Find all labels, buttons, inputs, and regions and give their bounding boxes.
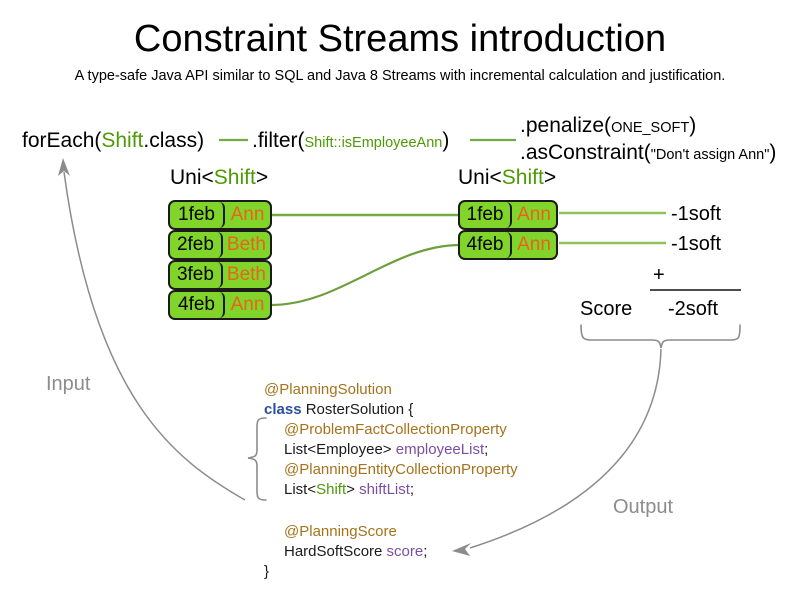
penalty-label: -1soft [671, 233, 722, 255]
fact-box[interactable]: 4feb Ann [458, 230, 558, 260]
score-brace [580, 324, 741, 349]
fact-employee: Ann [517, 204, 551, 225]
class-keyword: class [264, 401, 302, 418]
penalize-arg: ONE_SOFT [611, 120, 690, 136]
code-line-annotation: @PlanningEntityCollectionProperty [264, 460, 518, 480]
pipeline-stage-foreach[interactable]: forEach(Shift.class) [22, 128, 204, 154]
fact-box[interactable]: 2feb Beth [168, 230, 272, 260]
close-brace: } [264, 563, 270, 580]
sum-rule [650, 289, 741, 291]
annotation-text: @PlanningScore [284, 523, 397, 540]
uni-right-prefix: Uni< [458, 166, 502, 189]
field-name: shiftList [359, 481, 410, 498]
foreach-prefix: forEach( [22, 129, 102, 152]
field-semicolon: ; [423, 543, 428, 560]
pipeline-stage-asconstraint[interactable]: .asConstraint("Don't assign Ann") [520, 140, 776, 168]
uni-right-generic: Shift [501, 166, 544, 189]
uni-left-generic: Shift [213, 166, 256, 189]
score-total: -2soft [668, 298, 719, 320]
input-arrow-head [58, 158, 70, 176]
asconstraint-arg: "Don't assign Ann" [650, 147, 770, 163]
field-name: employeeList [395, 441, 485, 458]
fact-employee: Ann [230, 294, 265, 315]
plus-operator: + [653, 264, 665, 286]
fact-date: 3feb [170, 262, 223, 288]
code-line-close-brace: } [264, 562, 518, 582]
fact-employee: Ann [230, 204, 265, 225]
page-title: Constraint Streams introduction [133, 18, 667, 60]
code-line-field: List<Shift> shiftList; [264, 480, 518, 500]
fact-box[interactable]: 3feb Beth [168, 260, 272, 290]
code-line-field: List<Employee> employeeList; [264, 440, 518, 460]
penalize-suffix: ) [689, 114, 697, 137]
code-line-class: class RosterSolution { [264, 400, 518, 420]
filter-prefix: .filter( [252, 129, 305, 152]
fact-box[interactable]: 1feb Ann [458, 200, 558, 230]
pipeline-stage-penalize[interactable]: .penalize(ONE_SOFT) [520, 113, 696, 141]
score-word: Score [580, 298, 633, 320]
code-line-annotation: @PlanningScore [264, 522, 518, 542]
uni-right-suffix: > [543, 166, 557, 189]
foreach-arg: Shift [101, 129, 144, 152]
penalize-prefix: .penalize( [520, 114, 612, 137]
asconstraint-prefix: .asConstraint( [520, 141, 651, 164]
fact-date: 2feb [170, 232, 223, 258]
fact-employee: Ann [517, 234, 551, 255]
fact-box[interactable]: 4feb Ann [168, 290, 272, 320]
field-name: score [386, 543, 424, 560]
page-subtitle: A type-safe Java API similar to SQL and … [74, 68, 726, 84]
fact-employee: Beth [226, 234, 266, 255]
input-label: Input [46, 373, 91, 395]
annotation-text: @ProblemFactCollectionProperty [284, 421, 507, 438]
foreach-suffix: .class) [143, 129, 205, 152]
pipeline-stage-filter[interactable]: .filter(Shift::isEmployeeAnn) [252, 128, 449, 156]
stream-link-row4 [270, 243, 460, 307]
field-type: HardSoftScore [284, 543, 387, 560]
penalty-label: -1soft [671, 203, 722, 225]
fact-box[interactable]: 1feb Ann [168, 200, 272, 230]
field-type: List<Employee> [284, 441, 396, 458]
field-type-generic: Shift [316, 481, 347, 498]
field-type-prefix: List< [284, 481, 317, 498]
stream-type-label-right: Uni<Shift> [458, 166, 556, 190]
fact-date: 1feb [170, 202, 225, 228]
filter-suffix: ) [442, 129, 450, 152]
code-line-annotation: @PlanningSolution [264, 380, 518, 400]
annotation-text: @PlanningEntityCollectionProperty [284, 461, 518, 478]
fact-date: 4feb [460, 232, 512, 258]
code-line-annotation: @ProblemFactCollectionProperty [264, 420, 518, 440]
field-semicolon: ; [484, 441, 489, 458]
stream-type-label-left: Uni<Shift> [170, 166, 268, 190]
filter-arg: Shift::isEmployeeAnn [304, 135, 443, 151]
fact-date: 4feb [170, 292, 225, 318]
fact-employee: Beth [226, 264, 266, 285]
code-line-field: HardSoftScore score; [264, 542, 518, 562]
output-label: Output [613, 496, 674, 518]
fact-date: 1feb [460, 202, 512, 228]
code-block: @PlanningSolution class RosterSolution {… [264, 380, 518, 582]
uni-left-prefix: Uni< [170, 166, 214, 189]
annotation-text: @PlanningSolution [264, 381, 392, 398]
field-type-suffix: > [346, 481, 360, 498]
uni-left-suffix: > [255, 166, 269, 189]
code-blank-line [264, 500, 518, 522]
field-semicolon: ; [409, 481, 415, 498]
asconstraint-suffix: ) [769, 141, 777, 164]
class-name: RosterSolution { [301, 401, 414, 418]
